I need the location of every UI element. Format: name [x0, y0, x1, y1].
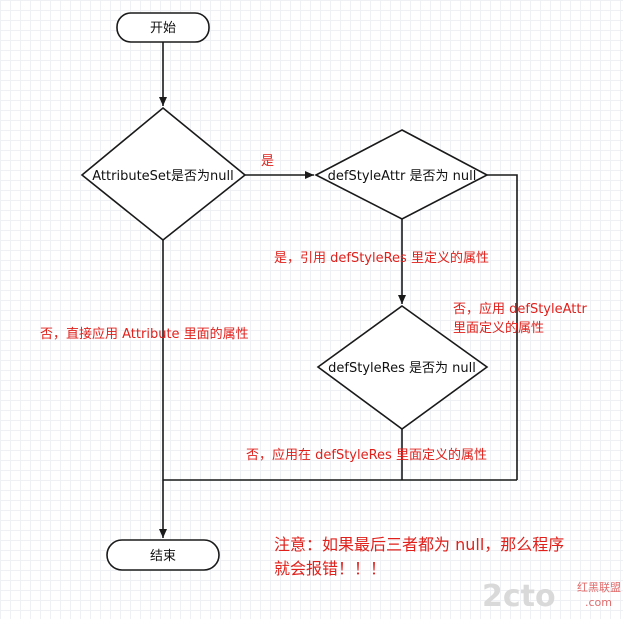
- defstyleres-label: defStyleRes 是否为 null: [328, 361, 476, 376]
- note-line-1: 注意：如果最后三者都为 null，那么程序: [274, 535, 564, 554]
- watermark-brand: 2cto: [482, 579, 556, 614]
- label-no-defstyleattr-2: 里面定义的属性: [453, 320, 544, 336]
- label-no-defstyleattr-1: 否，应用 defStyleAttr: [453, 301, 587, 317]
- label-no-defstyleres: 否，应用在 defStyleRes 里面定义的属性: [246, 447, 487, 463]
- defstyleattr-label: defStyleAttr 是否为 null: [328, 169, 477, 184]
- end-label: 结束: [150, 549, 176, 564]
- label-yes: 是: [261, 154, 274, 169]
- start-label: 开始: [150, 21, 176, 36]
- label-yes-defstyleres: 是，引用 defStyleRes 里定义的属性: [274, 250, 489, 266]
- attributeset-label: AttributeSet是否为null: [92, 169, 233, 184]
- watermark-tld: .com: [585, 596, 612, 609]
- watermark-sub: 红黑联盟: [577, 581, 621, 594]
- decision-attributeset: [80, 106, 247, 242]
- end-node: [106, 539, 220, 571]
- note-line-2: 就会报错！！！: [274, 559, 386, 578]
- start-node: [116, 12, 210, 43]
- edge-defstyleattr-no: [487, 174, 518, 480]
- decision-defstyleres: [316, 305, 489, 430]
- decision-defstyleattr: [314, 129, 489, 220]
- label-no-attribute: 否，直接应用 Attribute 里面的属性: [40, 326, 249, 342]
